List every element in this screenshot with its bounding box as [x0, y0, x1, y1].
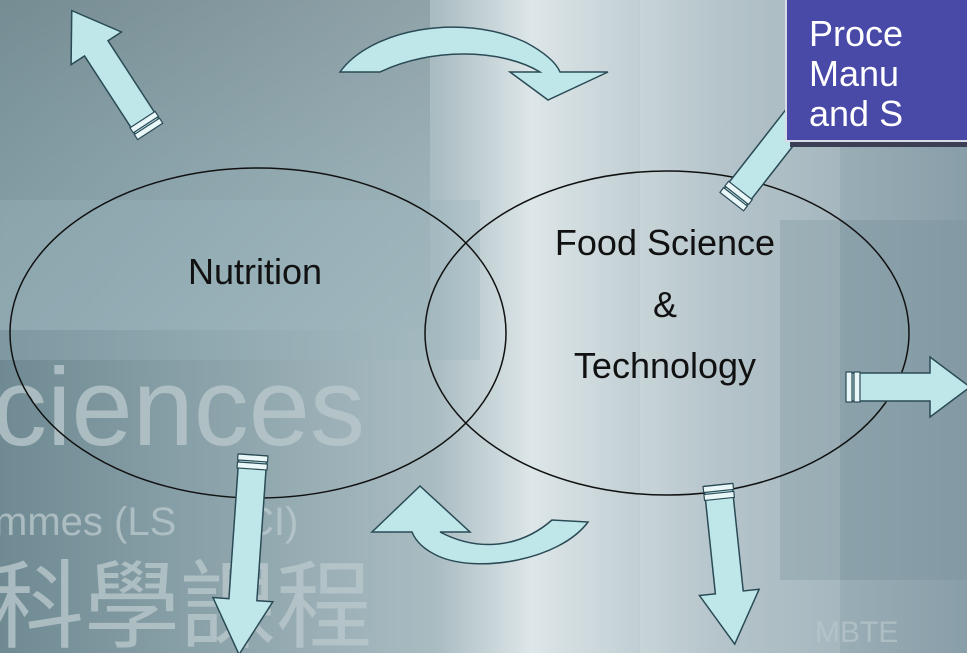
food-science-label-line1: Food Science	[555, 222, 775, 263]
arrow-up-left	[70, 9, 164, 141]
food-science-label-line3: Technology	[574, 345, 756, 386]
arrow-right	[845, 355, 967, 419]
cycle-arrow-bottom	[370, 484, 590, 565]
arrow-down-right	[698, 482, 761, 646]
topic-line-3: and S	[809, 93, 904, 134]
food-science-ellipse	[424, 170, 910, 496]
topic-line-2: Manu	[809, 53, 900, 94]
nutrition-label: Nutrition	[188, 251, 322, 292]
food-science-label-line2: &	[653, 284, 677, 325]
topic-line-1: Proce	[809, 13, 904, 54]
background-watermarks: ciences mmes (LS CI) 科學課程 MBTE	[0, 346, 898, 653]
topic-box: Proce Manu and S	[785, 0, 967, 142]
arrow-down-left	[211, 453, 275, 653]
cycle-arrow-top	[338, 26, 609, 101]
watermark-programmes: mmes (LS	[0, 500, 176, 544]
watermark-sciences: ciences	[0, 346, 365, 469]
watermark-mbte: MBTE	[815, 616, 898, 649]
watermark-chinese: 科學課程	[0, 554, 372, 653]
